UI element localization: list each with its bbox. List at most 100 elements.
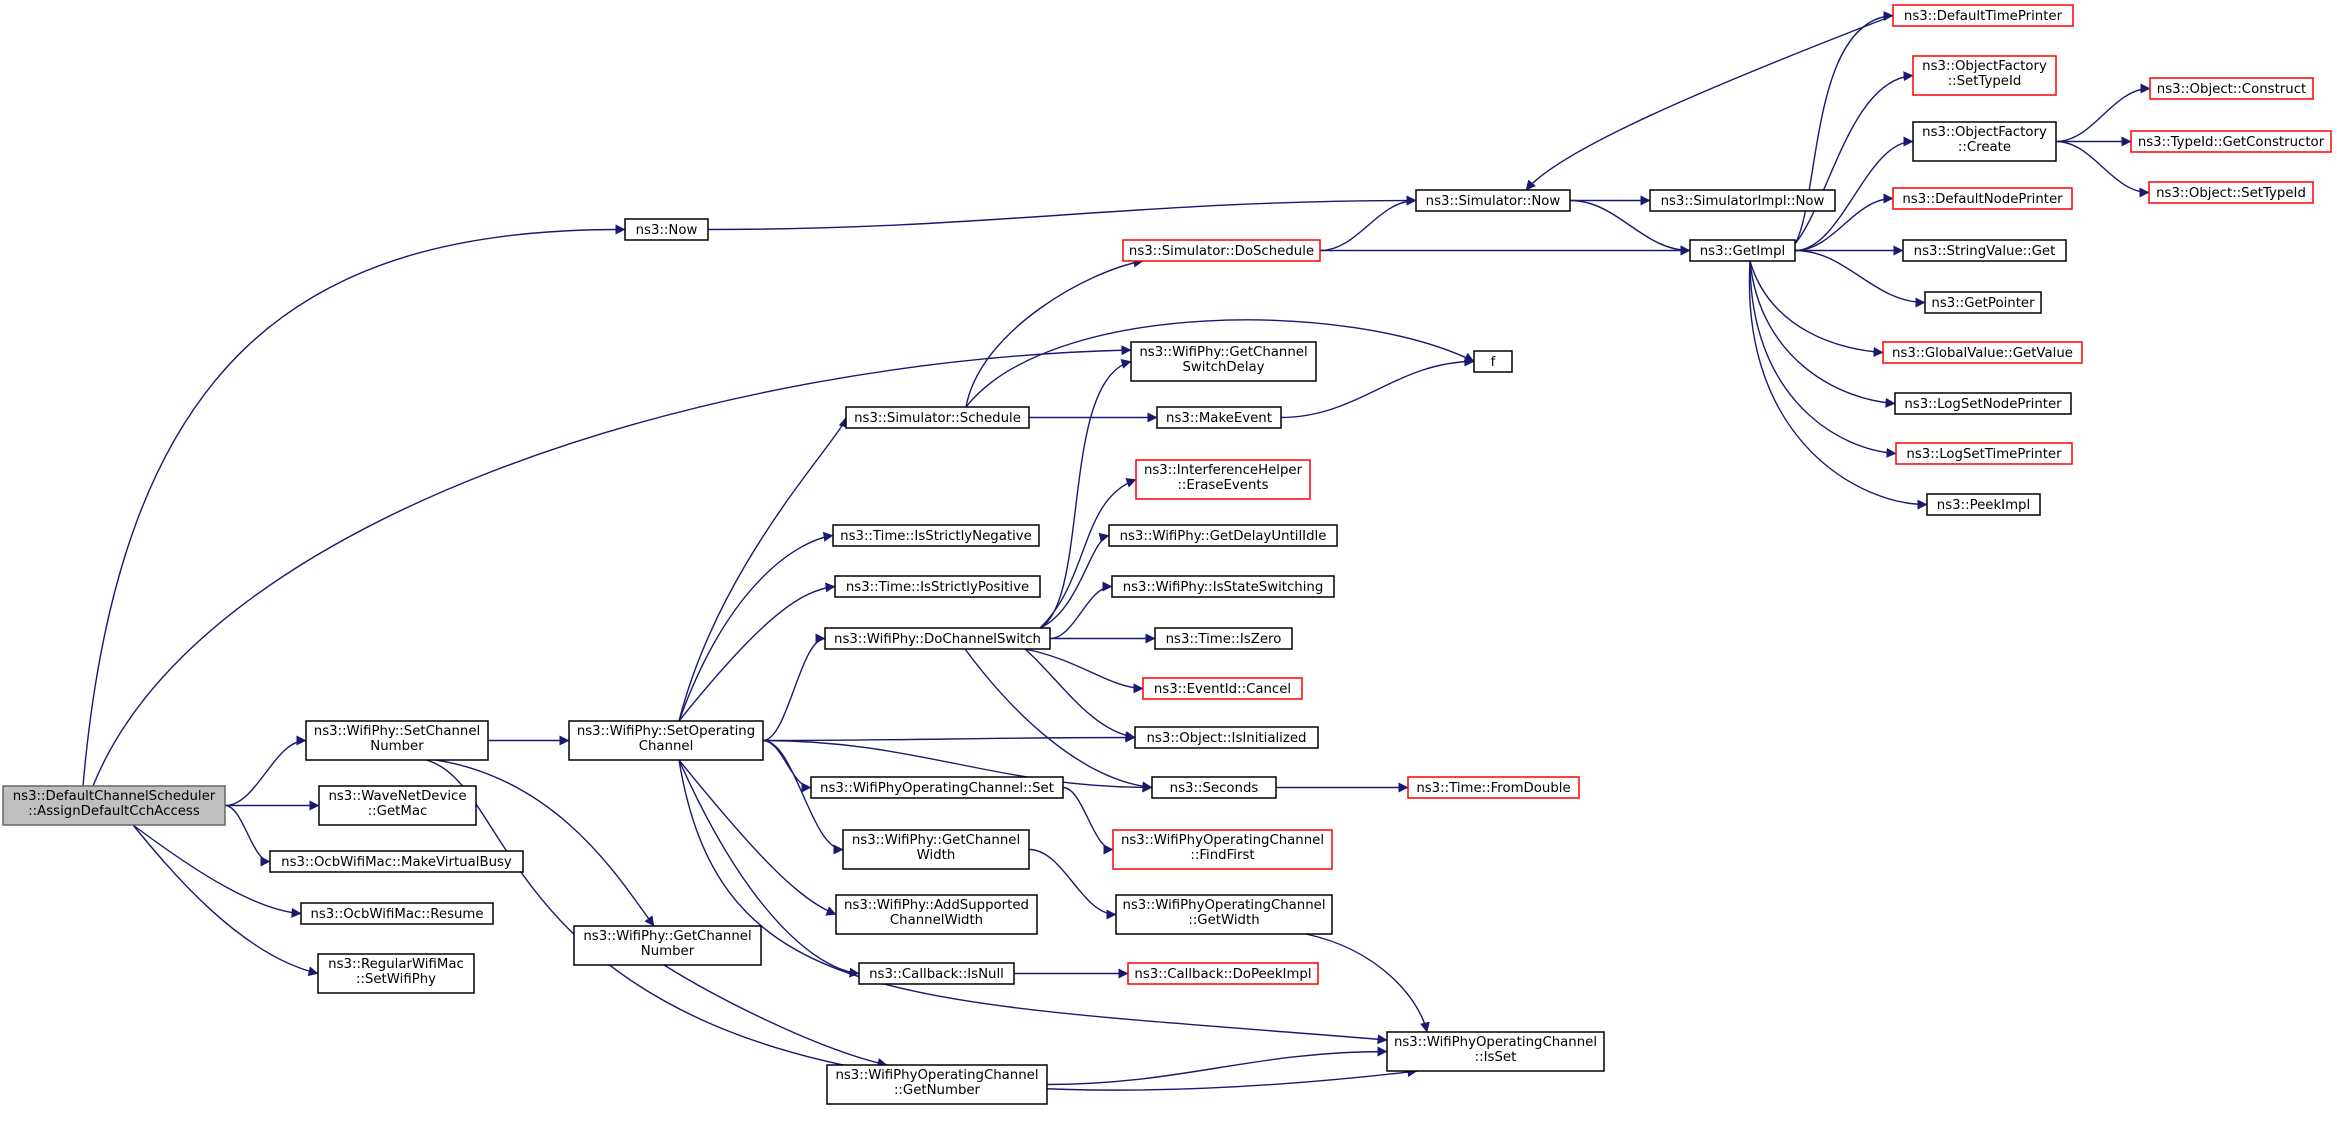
node-global-value-get[interactable]: ns3::GlobalValue::GetValue <box>1882 341 2083 364</box>
node-label: ns3::ObjectFactory <box>1922 125 2047 140</box>
node-of-set-type-id[interactable]: ns3::ObjectFactory::SetTypeId <box>1912 55 2057 96</box>
node-box <box>1154 627 1293 650</box>
node-box <box>826 1064 1048 1105</box>
node-label: ns3::Time::IsZero <box>1166 632 1282 647</box>
node-box <box>2 785 226 826</box>
edge-doChannelSwitch-to-seconds <box>964 648 1153 792</box>
edge-doChannelSwitch-to-eraseEvents <box>1039 478 1137 629</box>
node-box <box>834 575 1041 598</box>
node-erase-events[interactable]: ns3::InterferenceHelper::EraseEvents <box>1135 459 1311 500</box>
node-from-double[interactable]: ns3::Time::FromDouble <box>1407 776 1580 799</box>
node-callback-is-null[interactable]: ns3::Callback::IsNull <box>858 962 1015 985</box>
node-log-set-time-printer[interactable]: ns3::LogSetTimePrinter <box>1895 442 2073 465</box>
node-box <box>568 720 764 761</box>
node-box <box>1407 776 1580 799</box>
node-label: Channel <box>639 739 694 754</box>
edge-root-to-getSwitchDelay <box>92 345 1132 787</box>
node-sim-impl-now[interactable]: ns3::SimulatorImpl::Now <box>1649 189 1836 212</box>
node-default-time-printer[interactable]: ns3::DefaultTimePrinter <box>1892 4 2074 27</box>
edge-doChannelSwitch-to-isInitialized <box>1024 648 1136 741</box>
node-box <box>1135 459 1311 500</box>
node-box <box>2149 77 2314 100</box>
node-label: ns3::Time::IsStrictlyNegative <box>840 529 1032 544</box>
node-f[interactable]: f <box>1473 350 1513 373</box>
node-seconds[interactable]: ns3::Seconds <box>1151 776 1277 799</box>
node-label: ns3::GetPointer <box>1931 296 2035 311</box>
node-is-zero[interactable]: ns3::Time::IsZero <box>1154 627 1293 650</box>
node-event-cancel[interactable]: ns3::EventId::Cancel <box>1142 677 1303 700</box>
edge-wocGetWidth-to-wocIsSet <box>1305 933 1430 1033</box>
node-label: ::EraseEvents <box>1177 478 1268 493</box>
node-label: ns3::Time::FromDouble <box>1416 781 1570 796</box>
node-do-peek-impl[interactable]: ns3::Callback::DoPeekImpl <box>1127 962 1319 985</box>
node-sim-now[interactable]: ns3::Simulator::Now <box>1415 189 1571 212</box>
node-of-create[interactable]: ns3::ObjectFactory::Create <box>1912 121 2057 162</box>
node-now[interactable]: ns3::Now <box>624 218 709 241</box>
node-label: ns3::Seconds <box>1170 781 1259 796</box>
node-set-wifi-phy[interactable]: ns3::RegularWifiMac::SetWifiPhy <box>317 953 475 994</box>
node-woc-set[interactable]: ns3::WifiPhyOperatingChannel::Set <box>810 776 1064 799</box>
node-get-delay-until-idle[interactable]: ns3::WifiPhy::GetDelayUntilIdle <box>1108 524 1338 547</box>
node-label: ns3::OcbWifiMac::MakeVirtualBusy <box>281 855 512 870</box>
node-log-set-node-printer[interactable]: ns3::LogSetNodePrinter <box>1894 392 2072 415</box>
node-woc-get-width[interactable]: ns3::WifiPhyOperatingChannel::GetWidth <box>1115 894 1333 935</box>
node-label: ns3::WifiPhy::IsStateSwitching <box>1123 580 1324 595</box>
edge-root-to-resume <box>132 824 302 918</box>
edge-setOperatingChannel-to-getChannelWidth <box>762 739 844 855</box>
node-label: ns3::WifiPhyOperatingChannel <box>1394 1035 1597 1050</box>
node-get-pointer[interactable]: ns3::GetPointer <box>1924 291 2042 314</box>
node-label: ns3::DefaultChannelScheduler <box>13 789 216 804</box>
node-object-set-type-id[interactable]: ns3::Object::SetTypeId <box>2148 181 2314 204</box>
edge-getImpl-to-globalValueGet <box>1749 260 1884 357</box>
edge-getImpl-to-ofSetTypeId <box>1794 71 1914 245</box>
edge-now-to-simNow <box>707 195 1417 231</box>
node-woc-get-number[interactable]: ns3::WifiPhyOperatingChannel::GetNumber <box>826 1064 1048 1105</box>
node-type-id-get-constructor[interactable]: ns3::TypeId::GetConstructor <box>2130 130 2332 153</box>
node-sim-schedule[interactable]: ns3::Simulator::Schedule <box>845 406 1030 429</box>
node-label: ns3::WifiPhyOperatingChannel::Set <box>820 781 1054 796</box>
node-label: ::GetNumber <box>894 1083 981 1098</box>
edge-root-to-now <box>82 224 626 787</box>
node-is-strictly-negative[interactable]: ns3::Time::IsStrictlyNegative <box>832 524 1040 547</box>
node-label: ns3::LogSetTimePrinter <box>1906 447 2062 462</box>
node-label: ::GetWidth <box>1188 913 1259 928</box>
node-box <box>1473 350 1513 373</box>
node-default-node-printer[interactable]: ns3::DefaultNodePrinter <box>1892 187 2073 210</box>
node-make-event[interactable]: ns3::MakeEvent <box>1156 406 1282 429</box>
node-woc-is-set[interactable]: ns3::WifiPhyOperatingChannel::IsSet <box>1386 1031 1605 1072</box>
node-resume[interactable]: ns3::OcbWifiMac::Resume <box>300 902 494 925</box>
node-root[interactable]: ns3::DefaultChannelScheduler::AssignDefa… <box>2 785 226 826</box>
edge-getChannelWidth-to-wocGetWidth <box>1028 848 1117 920</box>
node-label: ns3::Now <box>636 223 698 238</box>
node-label: ns3::DefaultTimePrinter <box>1904 9 2063 24</box>
node-is-strictly-positive[interactable]: ns3::Time::IsStrictlyPositive <box>834 575 1041 598</box>
node-get-impl[interactable]: ns3::GetImpl <box>1689 239 1796 262</box>
node-label: ns3::WifiPhyOperatingChannel <box>1122 898 1325 913</box>
node-make-virtual-busy[interactable]: ns3::OcbWifiMac::MakeVirtualBusy <box>269 850 524 873</box>
node-peek-impl[interactable]: ns3::PeekImpl <box>1926 493 2041 516</box>
node-is-state-switching[interactable]: ns3::WifiPhy::IsStateSwitching <box>1111 575 1335 598</box>
node-label: ns3::Simulator::Schedule <box>854 411 1021 426</box>
node-label: ns3::Object::SetTypeId <box>2156 186 2306 201</box>
node-box <box>1112 829 1333 870</box>
node-find-first[interactable]: ns3::WifiPhyOperatingChannel::FindFirst <box>1112 829 1333 870</box>
edge-getImpl-to-ofCreate <box>1794 136 1914 252</box>
node-do-channel-switch[interactable]: ns3::WifiPhy::DoChannelSwitch <box>824 627 1051 650</box>
node-is-initialized[interactable]: ns3::Object::IsInitialized <box>1134 726 1319 749</box>
node-box <box>2130 130 2332 153</box>
node-box <box>624 218 709 241</box>
node-string-value-get[interactable]: ns3::StringValue::Get <box>1902 239 2067 262</box>
node-label: ns3::ObjectFactory <box>1922 59 2047 74</box>
node-sim-do-schedule[interactable]: ns3::Simulator::DoSchedule <box>1122 239 1321 262</box>
node-get-mac[interactable]: ns3::WaveNetDevice::GetMac <box>318 785 477 826</box>
node-label: ns3::RegularWifiMac <box>328 957 464 972</box>
node-box <box>318 785 477 826</box>
node-label: ns3::WaveNetDevice <box>328 789 466 804</box>
node-object-construct[interactable]: ns3::Object::Construct <box>2149 77 2314 100</box>
